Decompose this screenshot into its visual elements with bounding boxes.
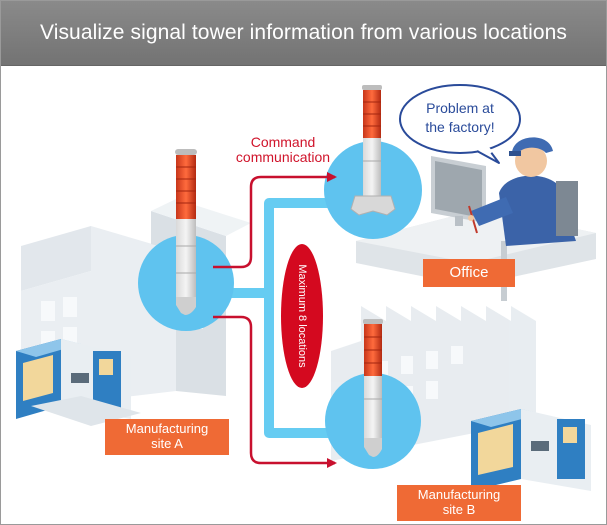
machine-b	[471, 409, 591, 491]
max-locations-label: Maximum 8 locations	[296, 264, 308, 368]
site-a-tag: Manufacturing site A	[105, 419, 229, 455]
machine-a	[16, 339, 141, 426]
site-a-line-1: Manufacturing	[125, 421, 209, 436]
office-tag: Office	[423, 259, 515, 287]
command-label: Command communication	[227, 135, 339, 165]
speech-bubble	[399, 84, 521, 164]
max-locations-oval	[281, 244, 323, 388]
office-monitor	[431, 156, 486, 226]
signal-tower-a	[175, 149, 197, 315]
header-bar: Visualize signal tower information from …	[1, 1, 606, 66]
link-a-to-site-b	[226, 288, 333, 438]
site-a-line-2: site A	[151, 436, 183, 451]
site-b-line-1: Manufacturing	[417, 487, 501, 502]
speech-line-1: Problem at	[426, 100, 494, 116]
command-arrows	[213, 172, 337, 468]
command-label-line-2: communication	[235, 149, 331, 165]
command-arrow-to-site-b	[213, 315, 337, 468]
signal-tower-office	[350, 85, 396, 216]
page-title: Visualize signal tower information from …	[39, 21, 568, 44]
command-arrow-to-office	[213, 172, 337, 269]
speech-bubble-text: Problem at the factory!	[405, 99, 515, 137]
network-links	[226, 198, 333, 438]
command-label-line-1: Command	[250, 134, 316, 150]
office-worker	[468, 137, 578, 246]
signal-tower-site-b	[363, 319, 383, 457]
speech-line-2: the factory!	[425, 119, 495, 135]
site-b-tag: Manufacturing site B	[397, 485, 521, 521]
site-b-line-2: site B	[442, 502, 476, 517]
